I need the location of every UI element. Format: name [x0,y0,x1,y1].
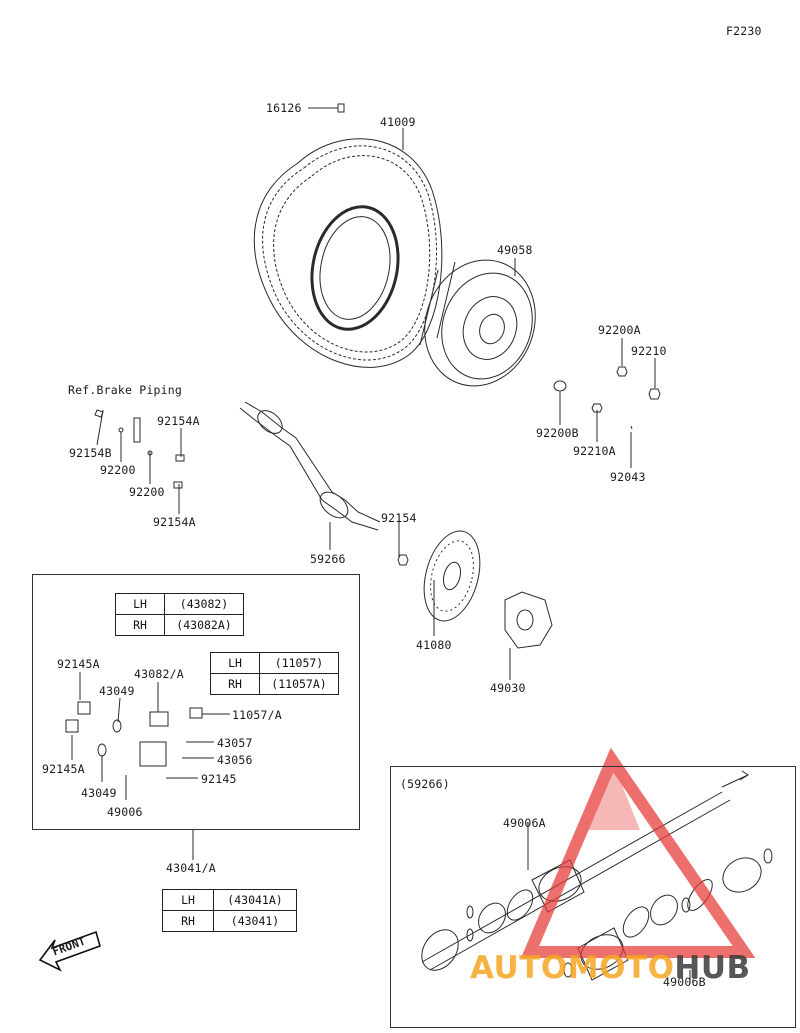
callout-43041A: 43041/A [166,861,216,875]
table-cell-part: (43082A) [164,614,244,636]
table-cell-part: (43082) [164,593,244,615]
callout-92043: 92043 [610,470,646,484]
table-11057: LH(11057) RH(11057A) [210,652,339,695]
callout-92154A-top: 92154A [157,414,200,428]
callout-49006A: 49006A [503,816,546,830]
watermark-hub: HUB [674,950,751,986]
callout-43082A: 43082/A [134,667,184,681]
table-cell-part: (11057) [259,652,339,674]
callout-92200-second: 92200 [129,485,165,499]
callout-49058: 49058 [497,243,533,257]
callout-92154: 92154 [381,511,417,525]
watermark-logo [520,747,756,958]
watermark-text: AUTOMOTOHUB [470,950,751,986]
callout-59266: 59266 [310,552,346,566]
table-43041: LH(43041A) RH(43041) [162,889,297,932]
callout-43049-bottom: 43049 [81,786,117,800]
table-cell-side: RH [210,673,260,695]
callout-41009: 41009 [380,115,416,129]
table-cell-part: (11057A) [259,673,339,695]
table-cell-side: RH [162,910,214,932]
callout-16126: 16126 [266,101,302,115]
callout-49006: 49006 [107,805,143,819]
caliper-group-box [32,574,360,830]
table-cell-side: RH [115,614,165,636]
callout-92145: 92145 [201,772,237,786]
callout-92200B: 92200B [536,426,579,440]
callout-92200: 92200 [100,463,136,477]
table-cell-part: (43041A) [213,889,297,911]
diagram-code: F2230 [726,24,762,38]
callout-49030: 49030 [490,681,526,695]
callout-92145A-top: 92145A [57,657,100,671]
table-cell-side: LH [210,652,260,674]
callout-92154B: 92154B [69,446,112,460]
callout-41080: 41080 [416,638,452,652]
callout-43049-top: 43049 [99,684,135,698]
callout-92200A: 92200A [598,323,641,337]
watermark-auto: AUTO [470,950,568,986]
callout-92154A-bottom: 92154A [153,515,196,529]
callout-92145A-bottom: 92145A [42,762,85,776]
front-arrow-icon [38,930,101,972]
watermark-moto: MOTO [567,950,675,986]
callout-59266-box: (59266) [400,777,450,791]
callout-49006B: 49006B [663,975,706,989]
callout-43057: 43057 [217,736,253,750]
table-cell-part: (43041) [213,910,297,932]
callout-11057A: 11057/A [232,708,282,722]
callout-43056: 43056 [217,753,253,767]
table-43082: LH(43082) RH(43082A) [115,593,244,636]
table-cell-side: LH [115,593,165,615]
drive-shaft-detail-box [390,766,796,1028]
table-cell-side: LH [162,889,214,911]
brake-piping-note: Ref.Brake Piping [68,383,182,397]
callout-92210: 92210 [631,344,667,358]
callout-92210A: 92210A [573,444,616,458]
